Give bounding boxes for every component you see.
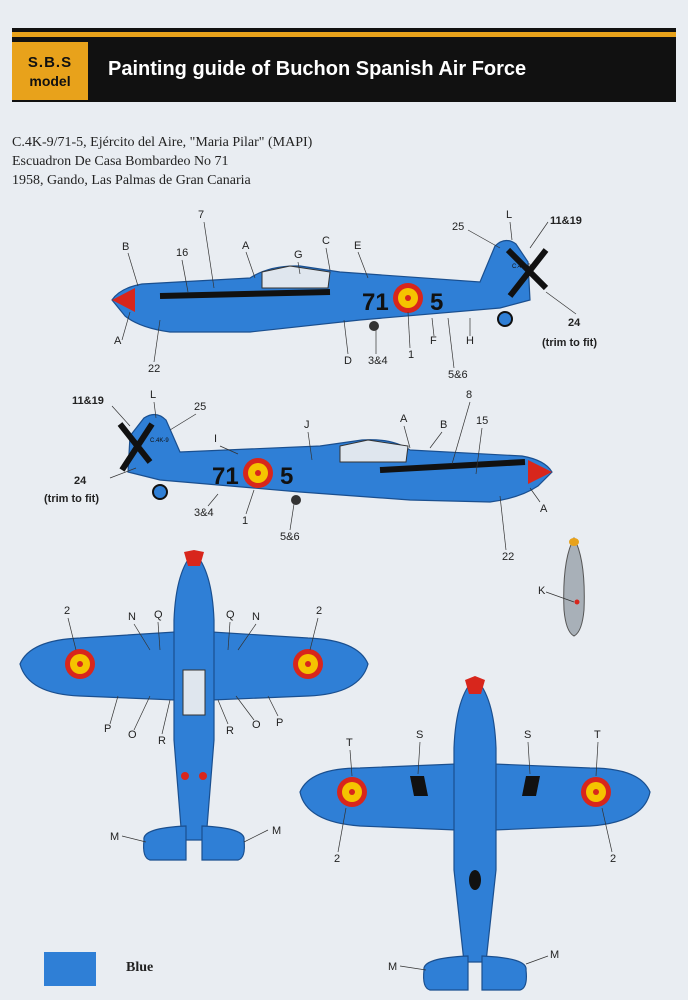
callout: 1 [242, 515, 248, 527]
callout: 3&4 [194, 507, 214, 519]
sbs-logo: S.B.S model [12, 42, 88, 100]
callout: Q [154, 609, 163, 621]
callout: 3&4 [368, 355, 388, 367]
page-title: Painting guide of Buchon Spanish Air For… [108, 58, 527, 80]
callout: (trim to fit) [542, 337, 597, 349]
callout: 2 [334, 853, 340, 865]
drop-tank: K [538, 536, 585, 637]
callout: 7 [198, 209, 204, 221]
callout: O [128, 729, 137, 741]
bottom-view [299, 676, 651, 991]
roundel-top-right [293, 649, 323, 679]
side-view-right: 71 5 C.4K-9 [117, 413, 553, 505]
fuselage-code-number-right: 5 [280, 463, 293, 490]
callout: 2 [64, 605, 70, 617]
callout: 24 [568, 317, 581, 329]
callout: A [540, 503, 548, 515]
callout: S [524, 729, 531, 741]
callout: F [430, 335, 437, 347]
callout: 22 [502, 551, 514, 563]
callout: 11&19 [72, 395, 104, 407]
callout: I [214, 433, 217, 445]
side-view-left: 71 5 C.4K-9 [111, 239, 549, 333]
bottom-view-callouts: T S S T 2 2 M M [334, 729, 616, 973]
fuselage-code-unit: 71 [362, 289, 389, 316]
logo-line1: S.B.S [27, 54, 73, 71]
roundel-fuselage [393, 283, 423, 313]
callout: P [104, 723, 111, 735]
callout: G [294, 249, 303, 261]
legend-blue-label: Blue [126, 960, 154, 975]
callout: 11&19 [550, 215, 582, 227]
callout: 15 [476, 415, 488, 427]
fuselage-code-number: 5 [430, 289, 443, 316]
info-line3: 1958, Gando, Las Palmas de Gran Canaria [12, 173, 251, 188]
callout: O [252, 719, 261, 731]
callout: 25 [452, 221, 464, 233]
callout: B [440, 419, 447, 431]
callout: 5&6 [448, 369, 468, 381]
callout: H [466, 335, 474, 347]
legend-blue-swatch [44, 952, 96, 986]
callout: R [158, 735, 166, 747]
callout: T [346, 737, 353, 749]
callout: C [322, 235, 330, 247]
callout: 24 [74, 475, 87, 487]
side-view-left-callouts: 7 B 16 A G C E 25 L 11&19 A 22 D 3&4 1 F… [114, 209, 597, 381]
callout: 2 [610, 853, 616, 865]
callout: P [276, 717, 283, 729]
callout: 22 [148, 363, 160, 375]
roundel-fuselage-right [243, 458, 273, 488]
roundel-bottom-right [581, 777, 611, 807]
callout: 2 [316, 605, 322, 617]
side-view-right-callouts: 11&19 L 25 I J A B 8 15 24 (trim to fit)… [44, 389, 548, 563]
callout: T [594, 729, 601, 741]
callout: R [226, 725, 234, 737]
callout: N [252, 611, 260, 623]
info-line2: Escuadron De Casa Bombardeo No 71 [12, 154, 229, 169]
callout: L [150, 389, 156, 401]
callout: M [388, 961, 397, 973]
header-banner: S.B.S model Painting guide of Buchon Spa… [12, 28, 676, 102]
roundel-top-left [65, 649, 95, 679]
callout: A [242, 240, 250, 252]
callout: D [344, 355, 352, 367]
callout: (trim to fit) [44, 493, 99, 505]
tail-code-right: C.4K-9 [150, 438, 169, 444]
callout: M [110, 831, 119, 843]
callout: S [416, 729, 423, 741]
callout: A [114, 335, 122, 347]
header-stripe [12, 32, 676, 37]
callout-k: K [538, 585, 546, 597]
callout: 25 [194, 401, 206, 413]
callout: Q [226, 609, 235, 621]
callout: 5&6 [280, 531, 300, 543]
callout: 16 [176, 247, 188, 259]
callout: 8 [466, 389, 472, 401]
fuselage-code-unit-right: 71 [212, 463, 239, 490]
callout: B [122, 241, 129, 253]
tail-code: C.4K-9 [512, 264, 531, 270]
callout: M [550, 949, 559, 961]
top-view [19, 550, 369, 861]
callout: L [506, 209, 512, 221]
callout: J [304, 419, 310, 431]
aircraft-info: C.4K-9/71-5, Ejército del Aire, "Maria P… [12, 133, 312, 190]
callout: N [128, 611, 136, 623]
logo-line2: model [29, 73, 71, 89]
roundel-bottom-left [337, 777, 367, 807]
info-line1: C.4K-9/71-5, Ejército del Aire, "Maria P… [12, 135, 313, 150]
callout: A [400, 413, 408, 425]
callout: M [272, 825, 281, 837]
callout: 1 [408, 349, 414, 361]
top-view-callouts: 2 N Q Q N 2 P O R R O P M M [64, 605, 322, 843]
callout: E [354, 240, 361, 252]
